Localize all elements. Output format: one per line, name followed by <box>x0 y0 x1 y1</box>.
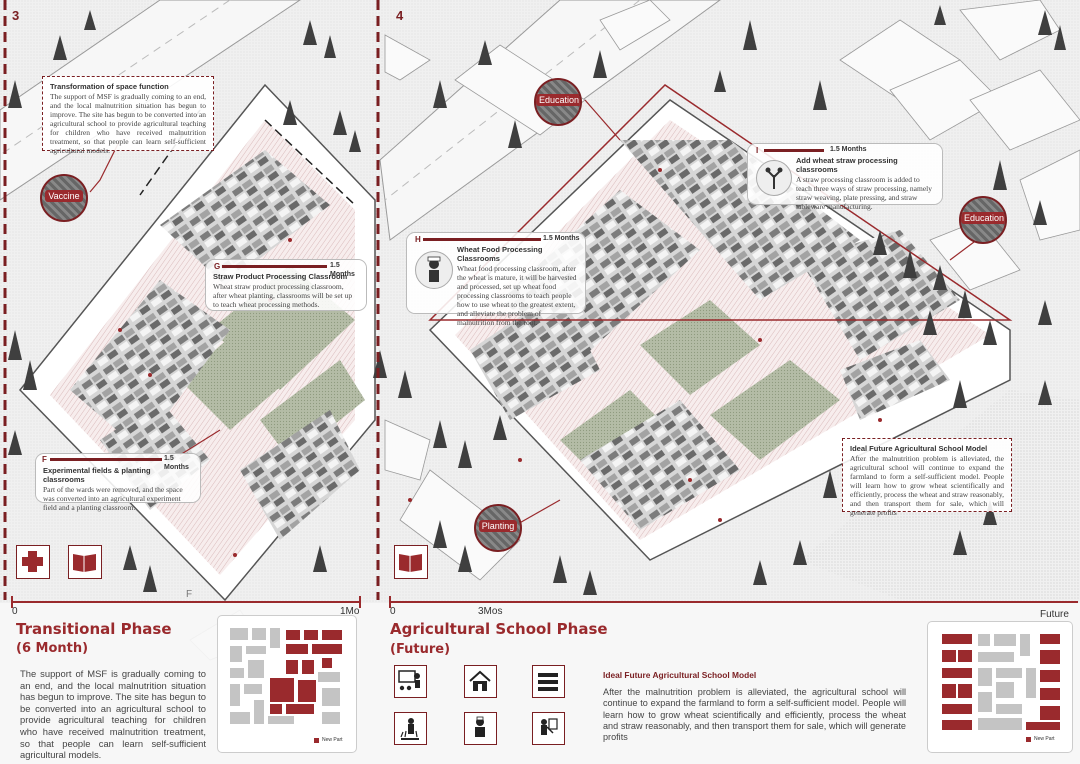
callout-f-months: 1.5 Months <box>164 455 189 471</box>
education-badge-top: Education <box>534 78 582 126</box>
education-badge-right: Education <box>959 196 1007 244</box>
vaccine-badge-label: Vaccine <box>45 190 83 202</box>
callout-i-bar <box>764 149 824 152</box>
panel-number-right: 4 <box>396 8 404 23</box>
callout-g: G 1.5 Months Straw Product Processing Cl… <box>206 260 366 310</box>
cooking-icon <box>464 712 497 745</box>
callout-space-function-text: The support of MSF is gradually coming t… <box>50 92 206 155</box>
callout-i-months: 1.5 Months <box>830 146 867 153</box>
timeline-right-start: 0 <box>390 606 396 617</box>
education-badge-top-label: Education <box>536 94 580 106</box>
callout-f-bar <box>50 458 162 461</box>
callout-i-letter: I <box>756 146 759 155</box>
callout-i: I 1.5 Months Add wheat straw processing … <box>748 144 942 211</box>
callout-f: F 1.5 Months Experimental fields & plant… <box>36 454 200 512</box>
house-icon <box>464 665 497 698</box>
timeline-left-end: 1Mo <box>340 606 360 617</box>
callout-g-bar <box>222 265 327 268</box>
timeline-right-mid: 3Mos <box>478 606 503 617</box>
callout-space-function: Transformation of space function The sup… <box>42 76 214 155</box>
wheat-icon <box>756 160 792 196</box>
teaching-icon <box>394 665 427 698</box>
callout-ideal: Ideal Future Agricultural School Model A… <box>842 438 1012 517</box>
callout-h-letter: H <box>415 235 421 244</box>
callout-h-text: Wheat food processing classroom, after t… <box>457 264 577 327</box>
callout-g-text: Wheat straw product processing classroom… <box>213 282 353 309</box>
storage-icon <box>532 665 565 698</box>
left-phase-map: New Part <box>218 616 356 752</box>
education-badge-right-label: Education <box>961 212 1005 224</box>
left-phase-subtitle: (6 Month) <box>16 641 89 656</box>
callout-space-function-title: Transformation of space function <box>50 82 169 91</box>
left-phase-title: Transitional Phase <box>16 620 172 638</box>
book-icon-right <box>394 545 428 579</box>
right-phase-subtitle: (Future) <box>390 642 451 657</box>
farmer-icon <box>394 712 427 745</box>
callout-ideal-text: After the malnutrition problem is allevi… <box>850 454 1004 517</box>
callout-g-months: 1.5 Months <box>330 262 355 278</box>
timeline-right-end: Future <box>1040 609 1069 620</box>
left-phase-description: The support of MSF is gradually coming t… <box>20 668 206 761</box>
left-map-legend: New Part <box>322 737 343 743</box>
right-phase-title: Agricultural School Phase <box>390 620 608 638</box>
callout-f-text: Part of the wards were removed, and the … <box>43 485 183 512</box>
right-phase-map: New Part <box>928 622 1072 752</box>
callout-h-months: 1.5 Months <box>543 235 580 242</box>
callout-g-letter: G <box>214 262 221 271</box>
callout-h-bar <box>423 238 541 241</box>
callout-h-title: Wheat Food Processing Classrooms <box>457 245 543 263</box>
callout-ideal-title: Ideal Future Agricultural School Model <box>850 444 988 453</box>
right-map-legend: New Part <box>1034 736 1055 742</box>
callout-f-letter: F <box>42 455 47 464</box>
chef-icon <box>415 251 453 289</box>
callout-h: H 1.5 Months Wheat Food Processing Class… <box>407 233 585 327</box>
planting-badge-label: Planting <box>478 520 518 532</box>
timeline-left-mid: F <box>186 589 193 600</box>
callout-g-title: Straw Product Processing Classroom <box>213 272 348 281</box>
vaccine-badge: Vaccine <box>40 174 88 222</box>
callout-f-title: Experimental fields & planting classroom… <box>43 466 151 484</box>
planting-badge: Planting <box>474 504 522 552</box>
processing-icon <box>532 712 565 745</box>
book-icon <box>68 545 102 579</box>
panel-number-left: 3 <box>12 8 20 23</box>
callout-i-text: A straw processing classroom is added to… <box>796 175 932 211</box>
model-description: After the malnutrition problem is allevi… <box>603 687 906 743</box>
model-title: Ideal Future Agricultural School Model <box>603 670 757 680</box>
timeline-left-start: 0 <box>12 606 18 617</box>
callout-i-title: Add wheat straw processing classrooms <box>796 156 898 174</box>
red-cross-icon <box>16 545 50 579</box>
